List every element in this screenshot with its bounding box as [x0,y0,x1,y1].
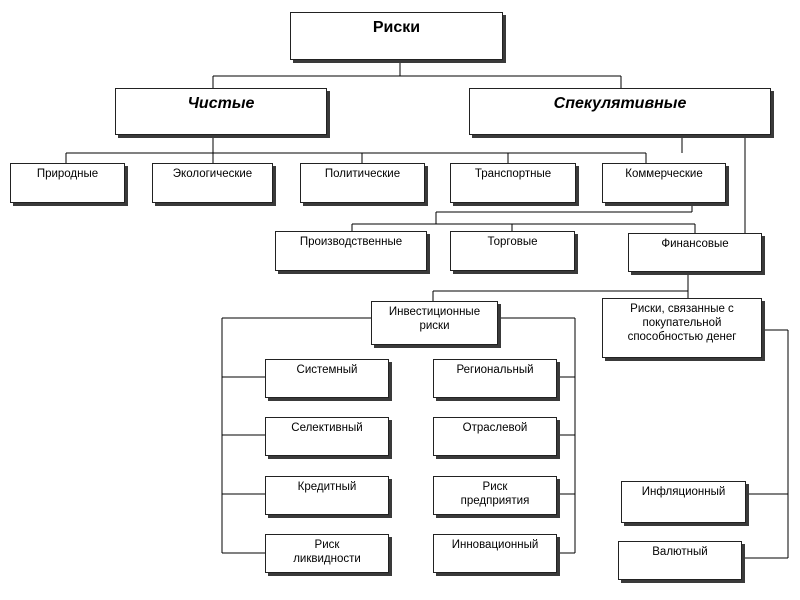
node-inflation-risk: Инфляционный [621,481,746,523]
node-currency-risk: Валютный [618,541,742,580]
node-enterprise-risk: Риск предприятия [433,476,557,515]
node-transport-risks: Транспортные [450,163,576,203]
node-innovation-risk: Инновационный [433,534,557,573]
node-sectoral-risk: Отраслевой [433,417,557,456]
node-investment-risks: Инвестиционные риски [371,301,498,345]
node-liquidity-risk: Риск ликвидности [265,534,389,573]
node-commercial-risks: Коммерческие [602,163,726,203]
node-speculative-risks: Спекулятивные [469,88,771,135]
node-credit-risk: Кредитный [265,476,389,515]
node-systemic-risk: Системный [265,359,389,398]
node-production-risks: Производственные [275,231,427,271]
node-trade-risks: Торговые [450,231,575,271]
node-natural-risks: Природные [10,163,125,203]
node-risks-root: Риски [290,12,503,60]
node-financial-risks: Финансовые [628,233,762,272]
node-purchasing-power-risks: Риски, связанные с покупательной способн… [602,298,762,358]
node-pure-risks: Чистые [115,88,327,135]
node-regional-risk: Региональный [433,359,557,398]
node-selective-risk: Селективный [265,417,389,456]
node-ecological-risks: Экологические [152,163,273,203]
node-political-risks: Политические [300,163,425,203]
